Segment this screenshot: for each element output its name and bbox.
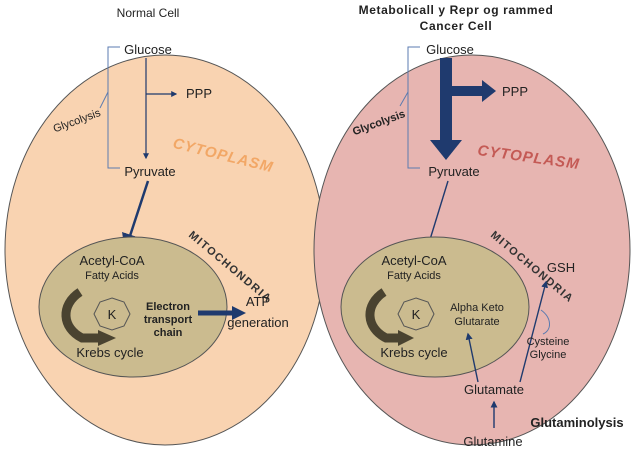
normal-glycolysis-pointer bbox=[99, 91, 109, 109]
cancer-glycolysis-bracket bbox=[407, 46, 420, 169]
cancer-ppp-label: PPP bbox=[502, 84, 528, 99]
cancer-pyruvate-acetylcoa-arrow bbox=[426, 180, 449, 248]
cancer-krebs-cycle-arrow bbox=[365, 288, 400, 343]
cancer-cell-title-1: Metabolicall y Repr og rammed bbox=[359, 3, 554, 17]
cancer-cell-panel: Metabolicall y Repr og rammed Cancer Cel… bbox=[313, 3, 631, 449]
cancer-cysteine-bracket bbox=[540, 309, 550, 335]
normal-acetylcoa-label: Acetyl-CoA bbox=[79, 253, 144, 268]
normal-fatty-acids-label: Fatty Acids bbox=[85, 270, 139, 282]
cancer-glutamate-label: Glutamate bbox=[464, 382, 524, 397]
cancer-alpha-keto-label-2: Glutarate bbox=[454, 316, 499, 328]
normal-atp-label-2: generation bbox=[227, 315, 288, 330]
cancer-krebs-cycle-arrowhead bbox=[398, 330, 414, 346]
normal-k-label: K bbox=[108, 307, 117, 322]
normal-atp-label-1: ATP bbox=[246, 294, 270, 309]
normal-etc-label-2: transport bbox=[144, 314, 193, 326]
normal-glucose-label: Glucose bbox=[124, 42, 172, 57]
cancer-alpha-keto-label-1: Alpha Keto bbox=[450, 302, 504, 314]
normal-glycolysis-bracket bbox=[107, 46, 120, 169]
normal-krebs-cycle-arrow bbox=[61, 288, 100, 343]
cancer-glucose-pyruvate-arrowhead bbox=[430, 140, 462, 160]
cancer-glutaminolysis-label: Glutaminolysis bbox=[530, 415, 623, 430]
cancer-glucose-label: Glucose bbox=[426, 42, 474, 57]
normal-etc-label-3: chain bbox=[154, 327, 183, 339]
normal-pyruvate-label: Pyruvate bbox=[124, 164, 175, 179]
normal-ppp-label: PPP bbox=[186, 86, 212, 101]
cancer-glutamate-gsh-arrow bbox=[519, 280, 548, 383]
cancer-cell-title-2: Cancer Cell bbox=[420, 19, 493, 33]
cancer-glucose-pyruvate-arrow bbox=[440, 58, 452, 142]
cancer-cysteine-label: Cysteine bbox=[527, 336, 570, 348]
cancer-k-label: K bbox=[412, 307, 421, 322]
cancer-krebs-octagon bbox=[397, 297, 435, 331]
cancer-ppp-arrowhead bbox=[482, 80, 496, 102]
normal-cell-title: Normal Cell bbox=[117, 6, 180, 20]
normal-krebs-cycle-arrowhead bbox=[98, 330, 116, 346]
cancer-glutamate-akg-arrow bbox=[465, 332, 479, 383]
cancer-gsh-label: GSH bbox=[547, 260, 575, 275]
normal-krebs-octagon bbox=[93, 297, 131, 331]
cancer-krebs-cycle-label: Krebs cycle bbox=[380, 345, 447, 360]
cancer-fatty-acids-label: Fatty Acids bbox=[387, 270, 441, 282]
cancer-glycine-label: Glycine bbox=[530, 349, 567, 361]
normal-krebs-cycle-label: Krebs cycle bbox=[76, 345, 143, 360]
normal-cell-panel: Normal Cell Glucose Glycolysis PPP CYTOP… bbox=[4, 6, 326, 446]
cancer-ppp-arrow bbox=[452, 86, 484, 96]
normal-etc-label-1: Electron bbox=[146, 301, 190, 313]
normal-atp-arrowhead bbox=[232, 306, 246, 320]
cancer-pyruvate-label: Pyruvate bbox=[428, 164, 479, 179]
cancer-glutamine-label: Glutamine bbox=[463, 434, 522, 449]
cancer-acetylcoa-label: Acetyl-CoA bbox=[381, 253, 446, 268]
cancer-glycolysis-pointer bbox=[399, 91, 409, 107]
